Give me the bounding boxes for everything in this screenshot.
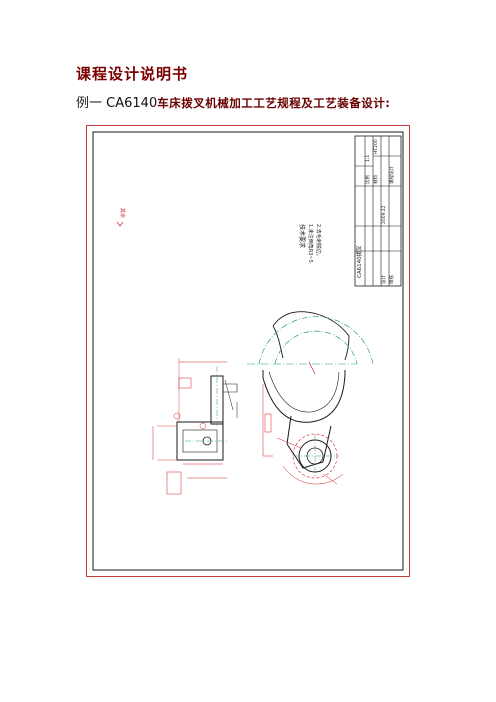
title-date: 2009.12 <box>381 205 387 224</box>
tech-req-2: 2.去毛刺锐边。 <box>315 224 322 259</box>
title-school: 课程设计 <box>388 166 395 184</box>
title-scale-label: 比例 <box>364 175 371 184</box>
drawing-canvas: CA6140拨叉 比例 1:1 材料 HT200 设计 审核 2009.12 课… <box>92 131 404 571</box>
title-checker-label: 审核 <box>388 275 395 284</box>
tech-req-1: 1.未注倒角R3~5 <box>307 224 314 263</box>
inner-frame <box>92 131 404 571</box>
technical-requirements: 技术要求 1.未注倒角R3~5 2.去毛刺锐边。 <box>298 224 322 263</box>
title-designer-label: 设计 <box>380 275 387 284</box>
fork-side-view <box>152 358 238 495</box>
engineering-drawing-sheet: CA6140拨叉 比例 1:1 材料 HT200 设计 审核 2009.12 课… <box>86 125 410 577</box>
title-material-value: HT200 <box>373 139 379 154</box>
fork-main-view <box>247 311 374 485</box>
title-scale-value: 1:1 <box>365 155 371 162</box>
example-model: CA6140 <box>106 96 158 111</box>
title-material-label: 材料 <box>372 175 379 184</box>
roughness-symbol <box>116 221 124 227</box>
roughness-note: 其余 <box>119 208 126 218</box>
example-line: 例一 CA6140车床拨叉机械加工工艺规程及工艺装备设计: <box>76 92 390 111</box>
title-part-name: CA6140拨叉 <box>355 245 363 278</box>
example-title: 车床拨叉机械加工工艺规程及工艺装备设计: <box>157 96 391 110</box>
document-heading: 课程设计说明书 <box>76 65 189 83</box>
title-block: CA6140拨叉 比例 1:1 材料 HT200 设计 审核 2009.12 课… <box>354 135 402 287</box>
example-prefix: 例一 <box>76 96 103 111</box>
tech-req-title: 技术要求 <box>298 224 306 248</box>
